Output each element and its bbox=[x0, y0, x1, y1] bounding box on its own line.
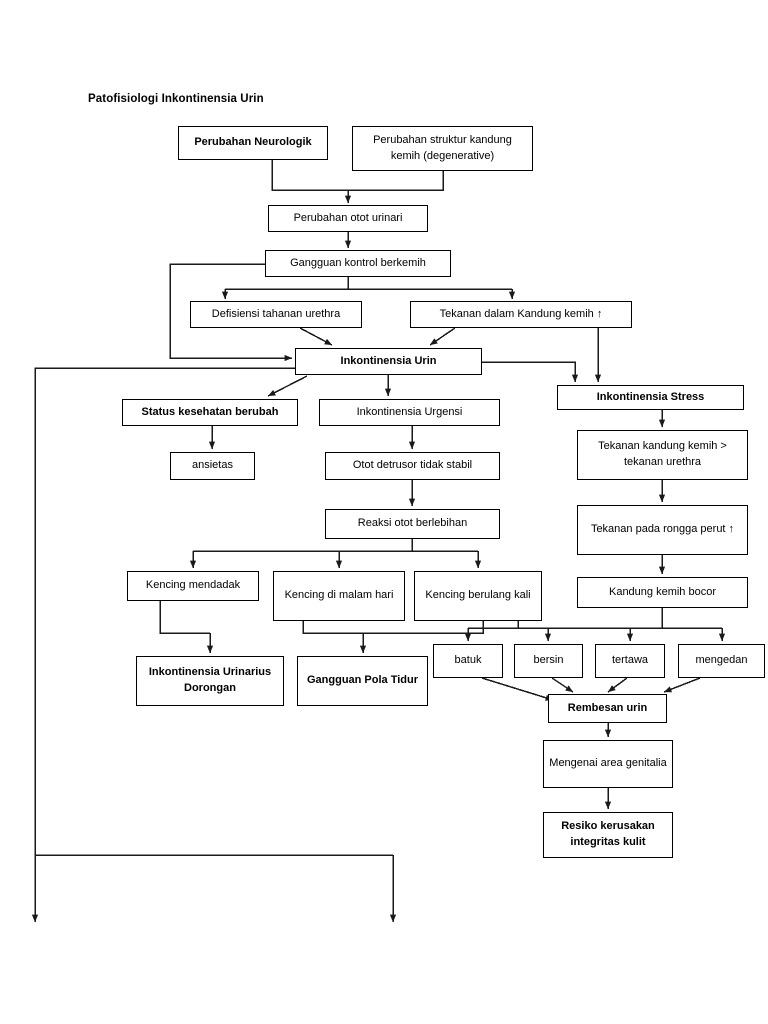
node-kencing-mendadak: Kencing mendadak bbox=[127, 571, 259, 601]
node-label: Perubahan otot urinari bbox=[293, 211, 403, 224]
node-label: Kencing berulang kali bbox=[425, 589, 531, 602]
node-label: Inkontinensia Urgensi bbox=[356, 405, 463, 418]
node-resiko-kerusakan-integritas-kulit: Resiko kerusakan integritas kulit bbox=[543, 812, 673, 858]
node-label: batuk bbox=[454, 654, 482, 667]
node-label: Gangguan kontrol berkemih bbox=[290, 256, 426, 269]
node-label: Otot detrusor tidak stabil bbox=[352, 459, 473, 472]
node-tekanan-kandung-kemih-tekanan-urethra: Tekanan kandung kemih > tekanan urethra bbox=[577, 430, 748, 480]
node-reaksi-otot-berlebihan: Reaksi otot berlebihan bbox=[325, 509, 500, 539]
node-label: Gangguan Pola Tidur bbox=[306, 674, 419, 687]
node-mengedan: mengedan bbox=[678, 644, 765, 678]
node-label: Inkontinensia Urinarius Dorongan bbox=[148, 666, 272, 694]
node-label: Perubahan struktur kandung kemih (degene… bbox=[373, 133, 512, 162]
node-kencing-di-malam-hari: Kencing di malam hari bbox=[273, 571, 405, 621]
node-label: Tekanan kandung kemih > tekanan urethra bbox=[598, 440, 727, 468]
node-batuk: batuk bbox=[433, 644, 503, 678]
node-tertawa: tertawa bbox=[595, 644, 665, 678]
node-label: Resiko kerusakan integritas kulit bbox=[561, 820, 655, 848]
node-tekanan-dalam-kandung-kemih: Tekanan dalam Kandung kemih ↑ bbox=[410, 301, 632, 328]
node-perubahan-neurologik: Perubahan Neurologik bbox=[178, 126, 328, 160]
node-mengenai-area-genitalia: Mengenai area genitalia bbox=[543, 740, 673, 788]
node-inkontinensia-stress: Inkontinensia Stress bbox=[557, 385, 744, 410]
node-label: Kandung kemih bocor bbox=[608, 585, 716, 598]
node-gangguan-pola-tidur: Gangguan Pola Tidur bbox=[297, 656, 428, 706]
node-label: bersin bbox=[533, 654, 564, 667]
node-tekanan-pada-rongga-perut: Tekanan pada rongga perut ↑ bbox=[577, 505, 748, 555]
node-label: Defisiensi tahanan urethra bbox=[211, 307, 341, 320]
node-perubahan-otot-urinari: Perubahan otot urinari bbox=[268, 205, 428, 232]
node-kandung-kemih-bocor: Kandung kemih bocor bbox=[577, 577, 748, 608]
node-label: Kencing mendadak bbox=[145, 579, 241, 592]
node-perubahan-struktur-kandung-kemih: Perubahan struktur kandung kemih (degene… bbox=[352, 126, 533, 171]
node-label: Rembesan urin bbox=[567, 701, 648, 714]
node-defisiensi-tahanan-urethra: Defisiensi tahanan urethra bbox=[190, 301, 362, 328]
node-inkontinensia-urinarius-dorongan: Inkontinensia Urinarius Dorongan bbox=[136, 656, 284, 706]
node-status-kesehatan-berubah: Status kesehatan berubah bbox=[122, 399, 298, 426]
node-label: Kencing di malam hari bbox=[284, 589, 394, 602]
node-label: mengedan bbox=[695, 654, 748, 667]
node-rembesan-urin: Rembesan urin bbox=[548, 694, 667, 723]
node-label: Mengenai area genitalia bbox=[549, 757, 667, 770]
node-otot-detrusor-tidak-stabil: Otot detrusor tidak stabil bbox=[325, 452, 500, 480]
page-title: Patofisiologi Inkontinensia Urin bbox=[88, 93, 264, 105]
node-ansietas: ansietas bbox=[170, 452, 255, 480]
node-label: Reaksi otot berlebihan bbox=[357, 517, 468, 530]
node-label: tertawa bbox=[611, 654, 649, 667]
node-label: Inkontinensia Stress bbox=[596, 390, 705, 403]
node-inkontinensia-urgensi: Inkontinensia Urgensi bbox=[319, 399, 500, 426]
node-label: ansietas bbox=[192, 459, 233, 472]
node-label: Perubahan Neurologik bbox=[194, 136, 312, 149]
node-kencing-berulang-kali: Kencing berulang kali bbox=[414, 571, 542, 621]
node-gangguan-kontrol-berkemih: Gangguan kontrol berkemih bbox=[265, 250, 451, 277]
node-label: Status kesehatan berubah bbox=[141, 405, 279, 418]
node-bersin: bersin bbox=[514, 644, 583, 678]
node-label: Tekanan pada rongga perut ↑ bbox=[590, 523, 735, 536]
node-label: Inkontinensia Urin bbox=[340, 354, 437, 367]
node-inkontinensia-urin: Inkontinensia Urin bbox=[295, 348, 482, 375]
node-label: Tekanan dalam Kandung kemih ↑ bbox=[439, 307, 603, 320]
